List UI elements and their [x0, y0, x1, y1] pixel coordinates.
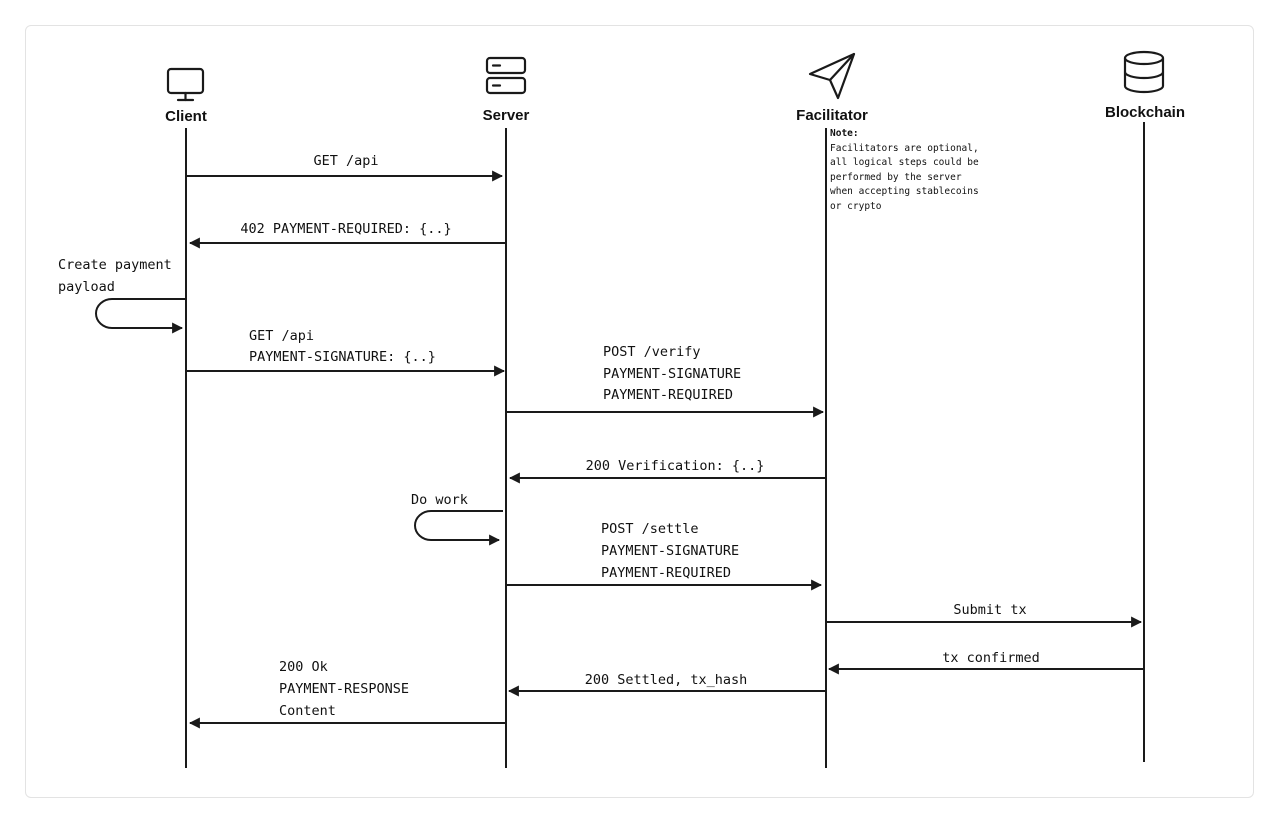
message-label: Do work [411, 492, 468, 508]
note-line: Facilitators are optional, [830, 143, 979, 154]
self-message-do-work: Do work [411, 492, 503, 546]
message-label: GET /api [249, 328, 314, 344]
note-line: when accepting stablecoins [830, 186, 979, 197]
message-post-settle: POST /settle PAYMENT-SIGNATURE PAYMENT-R… [507, 521, 823, 591]
message-label: 402 PAYMENT-REQUIRED: {..} [240, 221, 451, 237]
message-label: PAYMENT-REQUIRED [601, 565, 731, 581]
note-title: Note: [830, 128, 859, 139]
facilitator-note: Note: Facilitators are optional, all log… [830, 128, 979, 212]
message-label: POST /settle [601, 521, 699, 537]
message-200-ok: 200 Ok PAYMENT-RESPONSE Content [188, 659, 505, 729]
actor-label-client: Client [165, 108, 207, 125]
message-label: PAYMENT-SIGNATURE: {..} [249, 349, 436, 365]
message-submit-tx: Submit tx [827, 602, 1143, 628]
note-line: all logical steps could be [830, 157, 979, 168]
message-label: PAYMENT-SIGNATURE [601, 543, 739, 559]
message-label: 200 Ok [279, 659, 328, 675]
self-message-create-payment-payload: Create payment payload [58, 257, 185, 334]
message-label: PAYMENT-SIGNATURE [603, 366, 741, 382]
message-200-settled: 200 Settled, tx_hash [507, 672, 825, 697]
message-label: PAYMENT-RESPONSE [279, 681, 409, 697]
message-label: PAYMENT-REQUIRED [603, 387, 733, 403]
note-line: or crypto [830, 201, 882, 212]
actor-label-facilitator: Facilitator [796, 107, 868, 124]
message-402-payment-required: 402 PAYMENT-REQUIRED: {..} [188, 221, 505, 249]
message-get-api-signature: GET /api PAYMENT-SIGNATURE: {..} [187, 328, 506, 377]
message-label: POST /verify [603, 344, 701, 360]
send-icon [808, 52, 856, 100]
message-label: payload [58, 279, 115, 295]
note-line: performed by the server [830, 172, 962, 183]
message-label: Submit tx [953, 602, 1026, 618]
message-post-verify: POST /verify PAYMENT-SIGNATURE PAYMENT-R… [507, 344, 825, 418]
message-label: Create payment [58, 257, 172, 273]
message-label: Content [279, 703, 336, 719]
message-label: tx confirmed [942, 650, 1040, 666]
message-label: GET /api [313, 153, 378, 169]
message-label: 200 Settled, tx_hash [585, 672, 748, 688]
actor-label-server: Server [483, 107, 530, 124]
server-icon [485, 56, 527, 95]
message-200-verification: 200 Verification: {..} [508, 458, 825, 484]
actor-label-blockchain: Blockchain [1105, 104, 1185, 121]
message-label: 200 Verification: {..} [586, 458, 765, 474]
monitor-icon [166, 67, 205, 102]
message-get-api: GET /api [187, 153, 504, 182]
message-tx-confirmed: tx confirmed [827, 650, 1143, 675]
database-icon [1123, 50, 1165, 94]
